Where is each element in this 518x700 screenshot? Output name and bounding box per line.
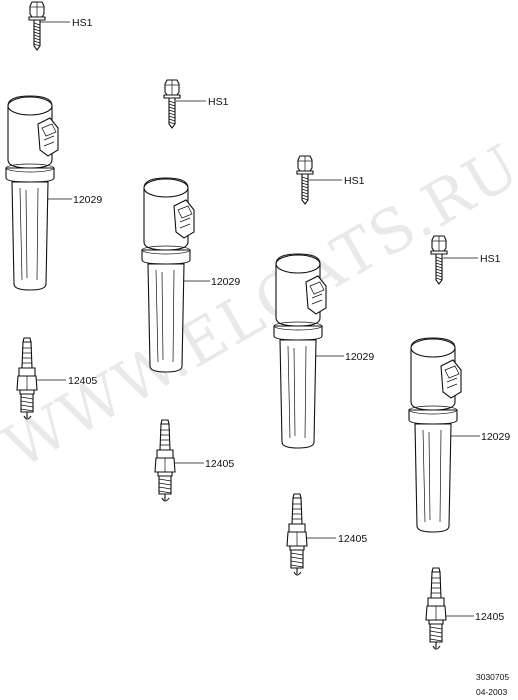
bolt-2[interactable] xyxy=(163,79,181,129)
label-coil-2: 12029 xyxy=(211,276,240,288)
coil-3[interactable] xyxy=(273,253,327,449)
plug-2[interactable] xyxy=(154,419,176,502)
coil-4[interactable] xyxy=(408,337,462,533)
label-bolt-1: HS1 xyxy=(72,17,93,29)
diagram-code: 3030705 xyxy=(476,672,509,682)
label-coil-1: 12029 xyxy=(73,194,102,206)
plug-3[interactable] xyxy=(286,493,308,576)
label-bolt-4: HS1 xyxy=(480,253,501,265)
label-bolt-3: HS1 xyxy=(344,175,365,187)
label-plug-4: 12405 xyxy=(475,611,504,623)
plug-4[interactable] xyxy=(425,567,447,650)
bolt-4[interactable] xyxy=(430,235,448,285)
label-plug-1: 12405 xyxy=(68,375,97,387)
label-coil-3: 12029 xyxy=(345,351,374,363)
label-bolt-2: HS1 xyxy=(208,96,229,108)
coil-1[interactable] xyxy=(5,95,59,291)
label-plug-2: 12405 xyxy=(205,458,234,470)
bolt-1[interactable] xyxy=(28,1,46,51)
diagram-date: 04-2003 xyxy=(476,687,507,697)
label-coil-4: 12029 xyxy=(481,431,510,443)
label-plug-3: 12405 xyxy=(338,533,367,545)
